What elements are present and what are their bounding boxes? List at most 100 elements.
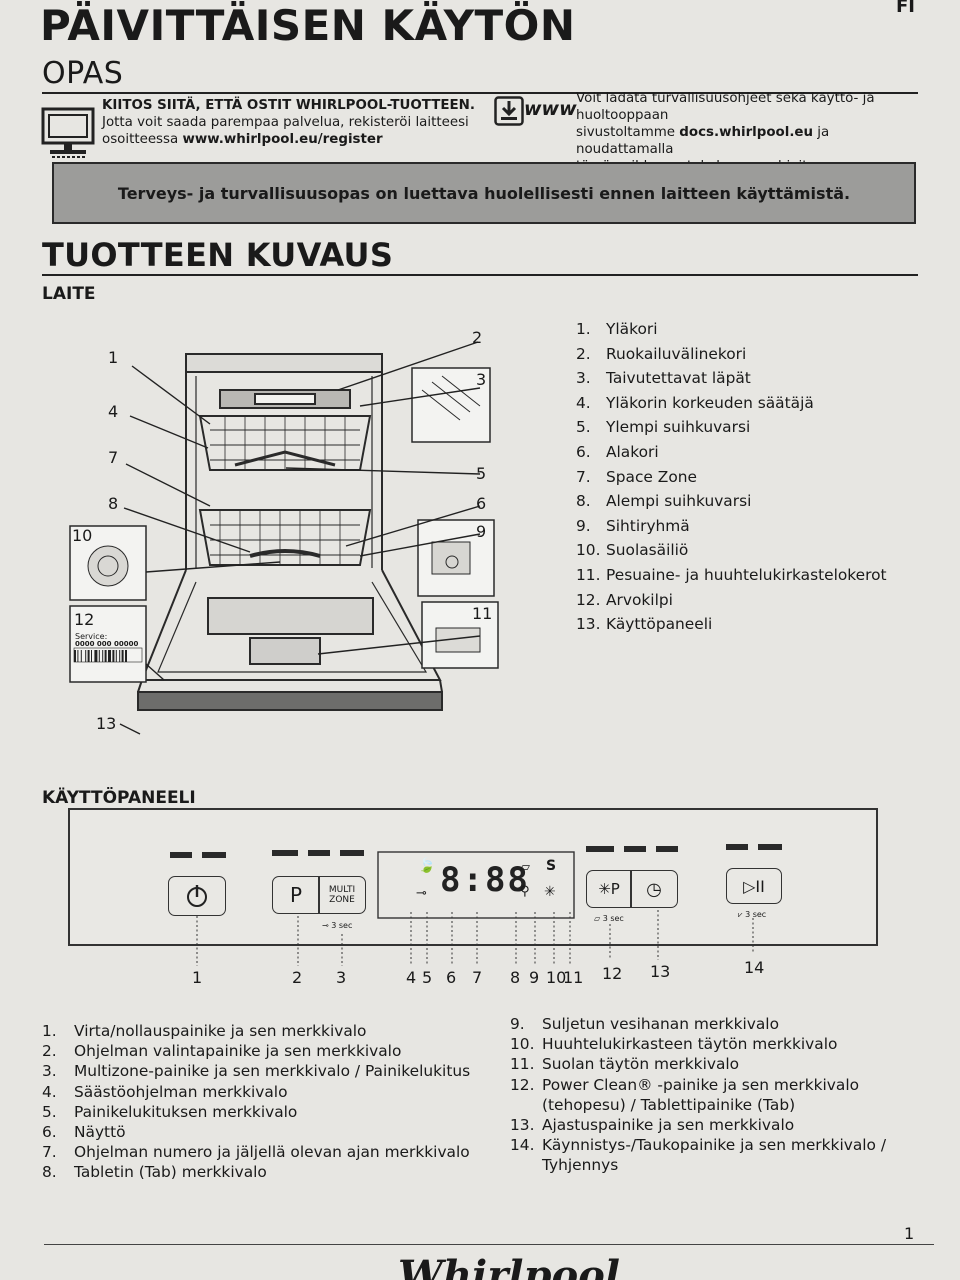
part-label: Space Zone <box>606 467 697 486</box>
panel-number-8: 8 <box>510 968 521 987</box>
legend-label: Virta/nollauspainike ja sen merkkivalo <box>74 1022 367 1040</box>
panel-number-4: 4 <box>406 968 417 987</box>
delay-timer-button[interactable]: ◷ <box>630 870 678 908</box>
power-icon <box>187 885 207 907</box>
list-item: 7.Space Zone <box>576 468 887 493</box>
barcode-bar <box>98 650 100 662</box>
dishwasher-illustration <box>69 341 499 735</box>
www-icon-label: www <box>524 98 577 120</box>
legend-label: Huuhtelukirkasteen täytön merkkivalo <box>542 1035 838 1054</box>
panel-number-9: 9 <box>529 968 540 987</box>
panel-number-14: 14 <box>744 958 765 977</box>
lock-hint: ⊸ 3 sec <box>322 921 352 930</box>
list-item: 2.Ruokailuvälinekori <box>576 345 887 370</box>
panel-number-3: 3 <box>336 968 347 987</box>
list-item: 4.Yläkorin korkeuden säätäjä <box>576 394 887 419</box>
list-item: 8.Tabletin (Tab) merkkivalo <box>42 1162 482 1182</box>
part-number: 2. <box>576 344 591 363</box>
list-item: 7.Ohjelman numero ja jäljellä olevan aja… <box>42 1142 482 1162</box>
list-item: 8. Alempi suihkuvarsi <box>576 492 887 517</box>
language-code: FI <box>896 0 915 17</box>
download-prefix: sivustoltamme <box>576 125 680 140</box>
safety-banner: Terveys- ja turvallisuusopas on luettava… <box>52 162 916 224</box>
display-digits: 8:88 <box>440 860 530 900</box>
register-note: KIITOS SIITÄ, ETTÄ OSTIT WHIRLPOOL-TUOTT… <box>102 97 482 148</box>
callout-12: 12 <box>74 610 95 629</box>
part-number: 4. <box>576 393 591 412</box>
barcode-bar <box>102 650 104 662</box>
power-clean-button[interactable]: ✳P <box>586 870 632 908</box>
panel-number-12: 12 <box>602 964 623 983</box>
panel-number-7: 7 <box>472 968 483 987</box>
legend-label: Ohjelman valintapainike ja sen merkkival… <box>74 1042 402 1061</box>
legend-label: Näyttö <box>74 1123 126 1142</box>
key-lock-icon: ⊸ <box>416 886 427 901</box>
multizone-button[interactable]: MULTI ZONE <box>318 876 366 914</box>
legend-label: Multizone-painike ja sen merkkivalo / Pa… <box>74 1062 471 1081</box>
tab-hint-text: 3 sec <box>602 914 624 923</box>
part-number: 12. <box>576 590 601 609</box>
computer-monitor-icon <box>41 107 95 158</box>
lock-hint-text: 3 sec <box>331 921 353 930</box>
part-label: Yläkori <box>606 320 658 338</box>
part-label: Käyttöpaneeli <box>606 615 713 634</box>
legend-label: Tabletin (Tab) merkkivalo <box>74 1163 267 1182</box>
barcode-bar <box>104 650 107 662</box>
register-link[interactable]: www.whirlpool.eu/register <box>182 132 383 147</box>
eco-leaf-icon: 🍃 <box>418 858 436 874</box>
callout-9: 9 <box>476 522 487 541</box>
rating-plate-number: 0000 000 00000 <box>75 640 139 648</box>
barcode-bar <box>74 650 76 662</box>
page-number: 1 <box>904 1224 915 1243</box>
docs-link[interactable]: docs.whirlpool.eu <box>679 125 814 140</box>
part-label: Taivutettavat läpät <box>606 369 751 388</box>
parts-list: 1.Yläkori 2.Ruokailuvälinekori 3.Taivute… <box>576 320 887 640</box>
panel-number-6: 6 <box>446 968 457 987</box>
list-item: 4.Säästöohjelman merkkivalo <box>42 1082 482 1102</box>
part-label: Sihtiryhmä <box>606 516 690 535</box>
header-rule <box>42 92 918 94</box>
list-item: 1.Yläkori <box>576 320 887 345</box>
list-item: 13.Ajastuspainike ja sen merkkivalo <box>510 1115 930 1135</box>
brand-logo: Whirlpool <box>398 1252 620 1280</box>
legend-number: 5. <box>42 1102 57 1121</box>
power-clean-icon: ✳P <box>598 880 620 898</box>
register-line: Jotta voit saada parempaa palvelua, reki… <box>102 115 469 130</box>
program-button[interactable]: P <box>272 876 320 914</box>
list-item: 12. Arvokilpi <box>576 591 887 616</box>
legend-number: 11. <box>510 1055 535 1074</box>
tab-hint: ▱ 3 sec <box>594 914 624 923</box>
list-item: 11.Pesuaine- ja huuhtelukirkastelokerot <box>576 566 887 591</box>
panel-legend-left: 1.Virta/nollauspainike ja sen merkkivalo… <box>42 1021 482 1183</box>
start-pause-button[interactable]: ▷II <box>726 868 782 904</box>
download-icon <box>494 96 524 126</box>
multizone-label-2: ZONE <box>329 895 355 905</box>
callout-10: 10 <box>72 526 93 545</box>
part-label: Arvokilpi <box>606 590 673 609</box>
salt-indicator-icon: S <box>546 858 557 874</box>
part-label: Ylempi suihkuvarsi <box>606 418 751 437</box>
panel-number-2: 2 <box>292 968 303 987</box>
panel-number-5: 5 <box>422 968 433 987</box>
list-item: 14.Käynnistys-/Taukopainike ja sen merkk… <box>510 1135 930 1175</box>
drain-hint: ⩗ 3 sec <box>738 910 766 920</box>
power-button[interactable] <box>168 876 226 916</box>
panel-number-1: 1 <box>192 968 203 987</box>
legend-number: 9. <box>510 1015 525 1033</box>
list-item: 10.Huuhtelukirkasteen täytön merkkivalo <box>510 1034 930 1054</box>
drain-hint-text: 3 sec <box>745 910 767 919</box>
part-number: 8. <box>576 492 591 511</box>
barcode-bar <box>80 650 82 662</box>
rating-plate-service: Service: <box>75 632 108 641</box>
panel-legend-right: 9.Suljetun vesihanan merkkivalo 10.Huuht… <box>510 1014 930 1176</box>
barcode-bar <box>112 650 115 662</box>
legend-number: 14. <box>510 1136 535 1155</box>
part-label: Alempi suihkuvarsi <box>606 492 752 511</box>
register-url-line: osoitteessa www.whirlpool.eu/register <box>102 131 482 148</box>
drain-icon: ⩗ <box>738 910 743 919</box>
download-line-2: sivustoltamme docs.whirlpool.eu ja nouda… <box>576 124 926 158</box>
control-panel-heading: KÄYTTÖPANEELI <box>42 788 196 808</box>
barcode-bar <box>77 650 79 662</box>
callout-13: 13 <box>96 714 117 733</box>
legend-label: Painikelukituksen merkkivalo <box>74 1102 298 1121</box>
